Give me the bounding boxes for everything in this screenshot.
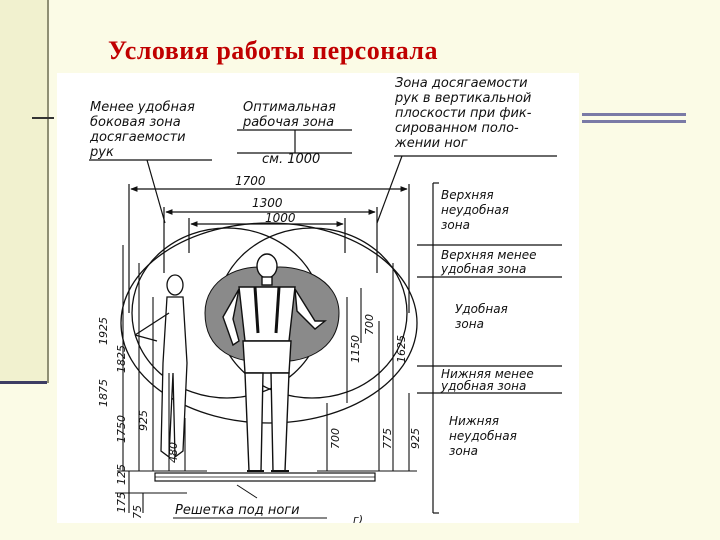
dim-75: 75 (131, 505, 144, 519)
side-zone-label-1: Менее удобная (90, 100, 195, 115)
side-zone-label-4: рук (89, 145, 114, 160)
decorative-bar-2 (582, 120, 686, 123)
dim-1150: 1150 (349, 335, 362, 363)
dim-925-right: 925 (409, 428, 422, 449)
worker-figure-side (134, 274, 188, 459)
left-accent-underline (0, 381, 47, 384)
optimal-zone-label-1: Оптимальная (243, 100, 336, 115)
zone-upper-uncomfortable-2: неудобная (441, 203, 509, 217)
zone-lower-less-2: удобная зона (440, 379, 526, 393)
decorative-rule-left (32, 117, 54, 119)
width-1700: 1700 (235, 174, 266, 188)
zone-lower-uncomfortable-2: неудобная (449, 429, 517, 443)
slide-title: Условия работы персонала (108, 36, 439, 65)
zone-lower-uncomfortable-3: зона (449, 444, 478, 458)
side-zone-label-3: досягаемости (89, 130, 186, 145)
dim-1625: 1625 (395, 335, 408, 363)
dim-1750: 1750 (115, 415, 128, 443)
zone-upper-less-1: Верхняя менее (441, 248, 536, 262)
zone-lower-less-1: Нижняя менее (441, 367, 534, 381)
vertical-zone-label-3: плоскости при фик- (395, 106, 532, 121)
zone-comfortable-2: зона (455, 317, 484, 331)
zone-upper-uncomfortable-3: зона (441, 218, 470, 232)
dim-480: 480 (167, 442, 180, 463)
reach-zones-diagram: Менее удобная боковая зона досягаемости … (89, 76, 562, 526)
dim-775: 775 (381, 428, 394, 449)
dim-125: 125 (115, 464, 128, 485)
side-zone-label-2: боковая зона (90, 115, 181, 130)
vertical-zone-label-4: сированном поло- (395, 121, 519, 136)
decorative-bar-1 (582, 113, 686, 116)
outer-reach-ellipse (120, 222, 418, 424)
vertical-zone-label-2: рук в вертикальной (394, 91, 531, 106)
dim-1875: 1875 (97, 379, 110, 407)
zone-lower-uncomfortable-1: Нижняя (449, 414, 499, 428)
worker-figure-front (222, 253, 327, 472)
vertical-zone-label-5: жении ног (394, 136, 468, 151)
zone-upper-less-2: удобная зона (440, 262, 526, 276)
workplace-zones-figure: Менее удобная боковая зона досягаемости … (57, 73, 579, 526)
left-accent-band (0, 0, 49, 383)
dim-700-lower: 700 (329, 428, 342, 449)
foot-grate-label: Решетка под ноги (175, 503, 300, 518)
zone-comfortable-1: Удобная (455, 302, 508, 316)
vertical-zone-label-1: Зона досягаемости (395, 76, 528, 91)
dim-175: 175 (115, 492, 128, 513)
foot-grate (154, 472, 376, 499)
figure-mark: г) (353, 513, 363, 523)
dim-1925: 1925 (97, 317, 110, 345)
zone-upper-uncomfortable-1: Верхняя (441, 188, 494, 202)
optimal-zone-size: см. 1000 (262, 152, 320, 167)
width-1300: 1300 (252, 196, 283, 210)
width-1000: 1000 (265, 211, 296, 225)
optimal-zone-label-2: рабочая зона (242, 115, 334, 130)
dim-925-left: 925 (137, 410, 150, 431)
dim-700-upper: 700 (363, 314, 376, 335)
dim-1825: 1825 (115, 345, 128, 373)
